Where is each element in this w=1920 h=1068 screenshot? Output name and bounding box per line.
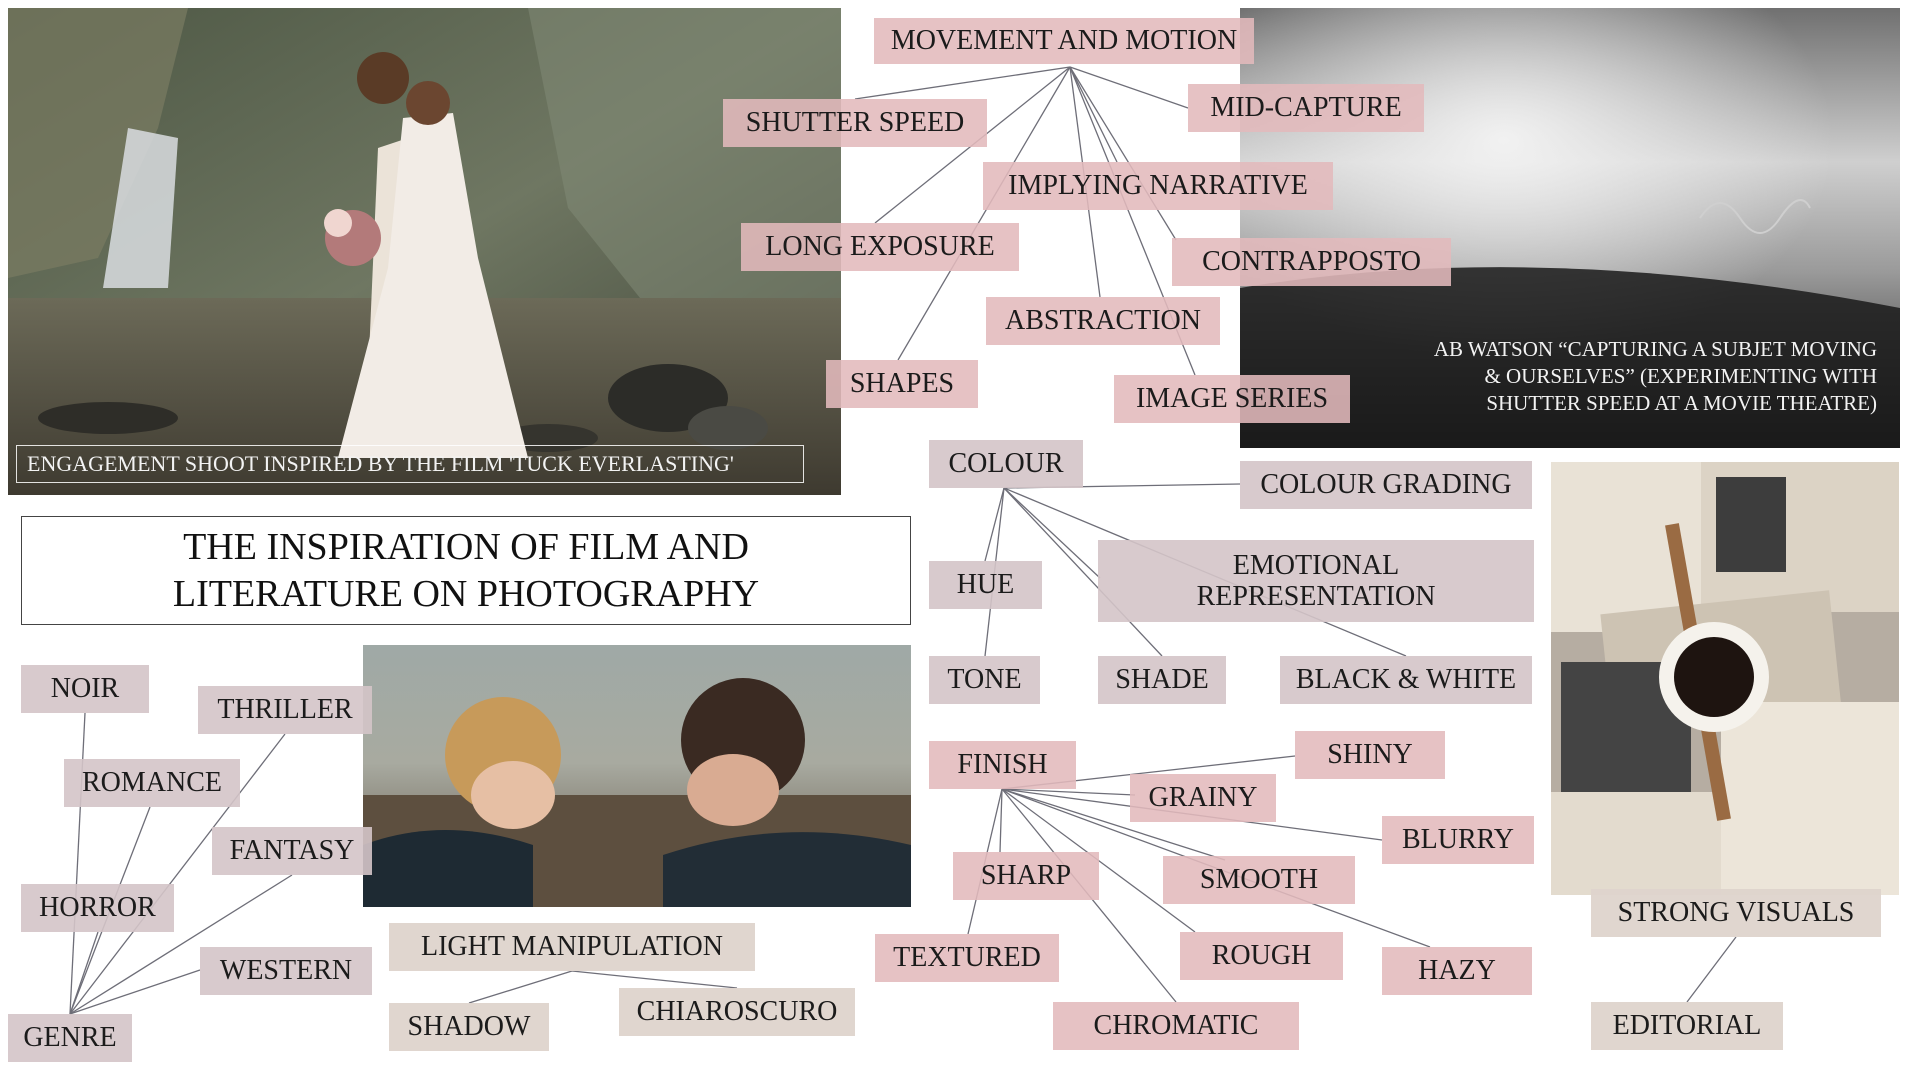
tag-shutter-speed: SHUTTER SPEED [723,99,987,147]
tag-image-series: IMAGE SERIES [1114,375,1350,423]
engagement-caption: ENGAGEMENT SHOOT INSPIRED BY THE FILM 'T… [16,445,804,483]
connector-genre-thriller [69,733,286,1015]
film-still-photo [363,645,911,907]
connector-finish-grainy [1001,788,1136,796]
connector-movement-implying [1069,66,1118,163]
tag-abstraction: ABSTRACTION [986,297,1220,345]
tag-finish: FINISH [929,741,1076,789]
tag-implying-narrative: IMPLYING NARRATIVE [983,162,1333,210]
connector-movement-shutter [854,66,1071,100]
tag-smooth: SMOOTH [1163,856,1355,904]
tag-black-white: BLACK & WHITE [1280,656,1532,704]
connector-colour-hue [984,487,1005,562]
tag-shade: SHADE [1098,656,1226,704]
tag-sharp: SHARP [953,852,1099,900]
motion-blur-photo [1240,8,1900,448]
tag-chiaroscuro: CHIAROSCURO [619,988,855,1036]
tag-rough: ROUGH [1180,932,1343,980]
engagement-photo [8,8,841,495]
tag-shapes: SHAPES [826,360,978,408]
tag-fantasy: FANTASY [212,827,372,875]
tag-hue: HUE [929,561,1042,609]
tag-long-exposure: LONG EXPOSURE [741,223,1019,271]
page-title: THE INSPIRATION OF FILM AND LITERATURE O… [21,516,911,625]
connector-finish-smooth [1001,788,1226,861]
connector-finish-sharp [999,788,1003,853]
tag-movement: MOVEMENT AND MOTION [874,18,1254,64]
connector-strong-editorial [1686,936,1737,1003]
tag-thriller: THRILLER [198,686,372,734]
connector-genre-fantasy [69,874,293,1015]
connector-lightmanip-chiaroscuro [571,970,738,989]
tag-western: WESTERN [200,947,372,995]
connector-lightmanip-shadow [468,970,573,1004]
tag-emotional-representation: EMOTIONAL REPRESENTATION [1098,540,1534,622]
watson-caption: AB WATSON “CAPTURING A SUBJET MOVING & O… [1433,337,1877,415]
tag-tone: TONE [929,656,1040,704]
tag-blurry: BLURRY [1382,816,1534,864]
tag-romance: ROMANCE [64,759,240,807]
tag-noir: NOIR [21,665,149,713]
tag-hazy: HAZY [1382,947,1532,995]
tag-shiny: SHINY [1295,731,1445,779]
connector-movement-shapes [897,66,1071,361]
connector-movement-midcapture [1069,66,1189,109]
connector-genre-western [69,969,201,1015]
tag-colour: COLOUR [929,440,1083,488]
tag-chromatic: CHROMATIC [1053,1002,1299,1050]
books-coffee-photo [1551,462,1899,895]
connector-colour-emotional [1003,487,1101,579]
page-title-text: THE INSPIRATION OF FILM AND LITERATURE O… [172,526,760,615]
tag-shadow: SHADOW [389,1003,549,1051]
tag-genre: GENRE [8,1014,132,1062]
tag-editorial: EDITORIAL [1591,1002,1783,1050]
tag-mid-capture: MID-CAPTURE [1188,84,1424,132]
tag-contrapposto: CONTRAPPOSTO [1172,238,1451,286]
connector-genre-horror [69,931,99,1015]
tag-strong-visuals: STRONG VISUALS [1591,889,1881,937]
tag-colour-grading: COLOUR GRADING [1240,461,1532,509]
tag-horror: HORROR [21,884,174,932]
tag-light-manipulation: LIGHT MANIPULATION [389,923,755,971]
tag-grainy: GRAINY [1130,774,1276,822]
connector-colour-shade [1003,487,1163,657]
tag-textured: TEXTURED [875,934,1059,982]
connector-movement-contrapposto [1069,66,1177,241]
